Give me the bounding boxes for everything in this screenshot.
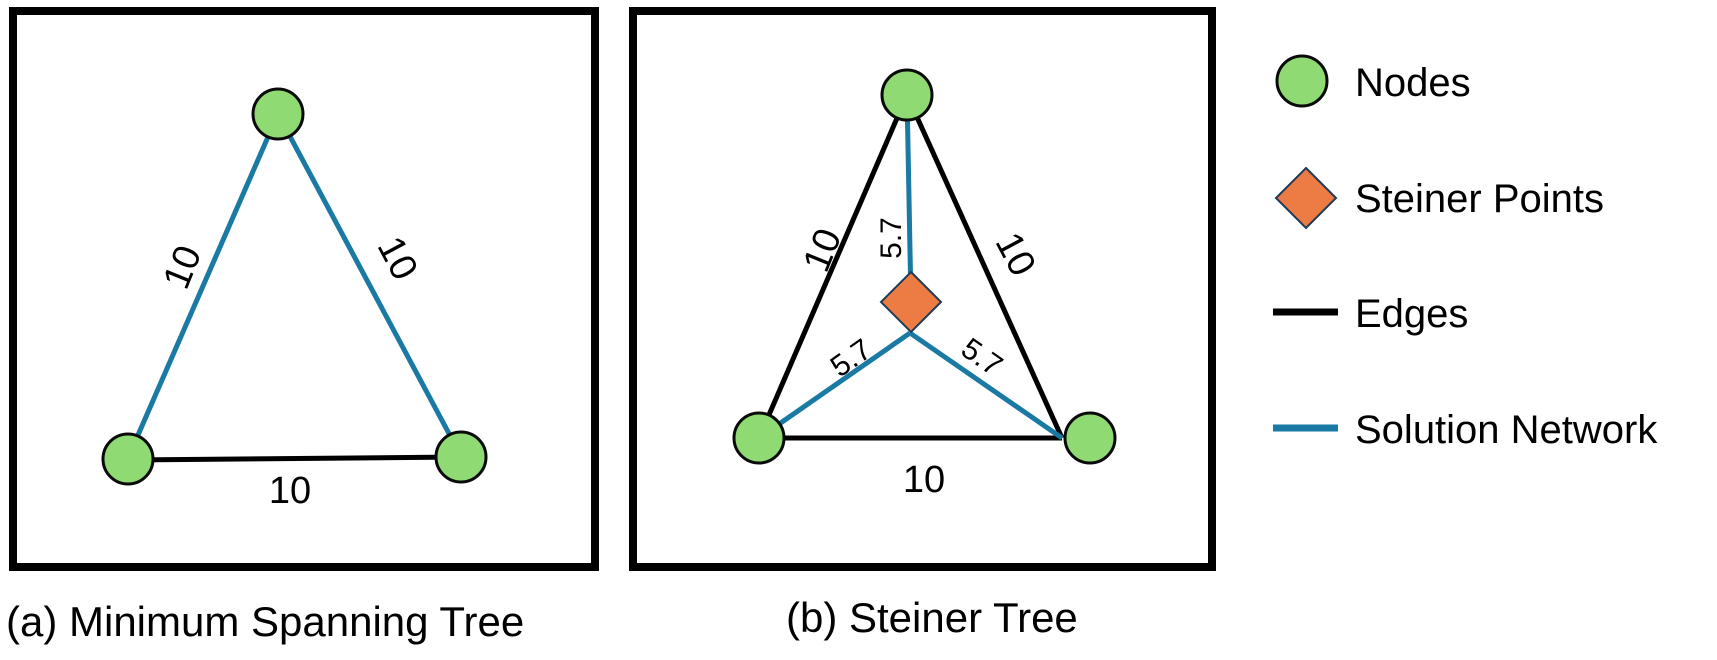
- panel-b: 10 10 10 5.7 5.7 5.7 (b) Steiner Tree: [629, 7, 1216, 641]
- panel-a-caption: (a) Minimum Spanning Tree: [6, 598, 524, 645]
- legend: Nodes Steiner Points Edges Solution Netw…: [1273, 54, 1658, 452]
- legend-steiner-icon: [1274, 166, 1338, 230]
- panel-a-solution-edge-right: [275, 112, 464, 458]
- panel-b-label-left-branch: 5.7: [825, 333, 878, 384]
- panel-b-node-top: [880, 68, 934, 122]
- panel-a-label-bottom: 10: [269, 470, 311, 512]
- panel-a-frame: [9, 7, 599, 571]
- panel-b-label-right: 10: [987, 226, 1044, 283]
- panel-b-solution-branch-left: [757, 330, 912, 441]
- panel-b-edge-right: [904, 93, 1065, 440]
- panel-a-node-right: [434, 430, 488, 484]
- panel-b-solution-branch-top: [904, 94, 914, 303]
- legend-nodes-label: Nodes: [1355, 61, 1471, 105]
- legend-edges-label: Edges: [1355, 292, 1468, 336]
- panel-a: 10 10 10 (a) Minimum Spanning Tree: [6, 7, 599, 645]
- panel-b-node-right: [1063, 411, 1117, 465]
- panel-b-frame: [629, 7, 1216, 571]
- panel-b-solution-branch-right: [908, 330, 1064, 441]
- panel-b-label-bottom: 10: [903, 459, 945, 501]
- panel-b-label-top-branch: 5.7: [875, 217, 908, 259]
- panel-a-label-right: 10: [369, 230, 426, 287]
- panel-b-caption: (b) Steiner Tree: [786, 594, 1078, 641]
- panel-a-node-left: [101, 432, 155, 486]
- legend-steiner-points-label: Steiner Points: [1355, 177, 1604, 221]
- panel-b-label-left: 10: [796, 223, 851, 278]
- panel-a-edge-bottom: [127, 454, 462, 463]
- panel-b-node-left: [732, 411, 786, 465]
- panel-a-solution-edge-left: [125, 113, 281, 459]
- panel-a-node-top: [251, 87, 305, 141]
- legend-node-icon: [1275, 54, 1329, 108]
- panel-b-label-right-branch: 5.7: [955, 332, 1008, 383]
- legend-solution-network-label: Solution Network: [1355, 408, 1658, 452]
- panel-b-edge-left: [756, 94, 910, 439]
- panel-b-steiner-point: [879, 270, 943, 334]
